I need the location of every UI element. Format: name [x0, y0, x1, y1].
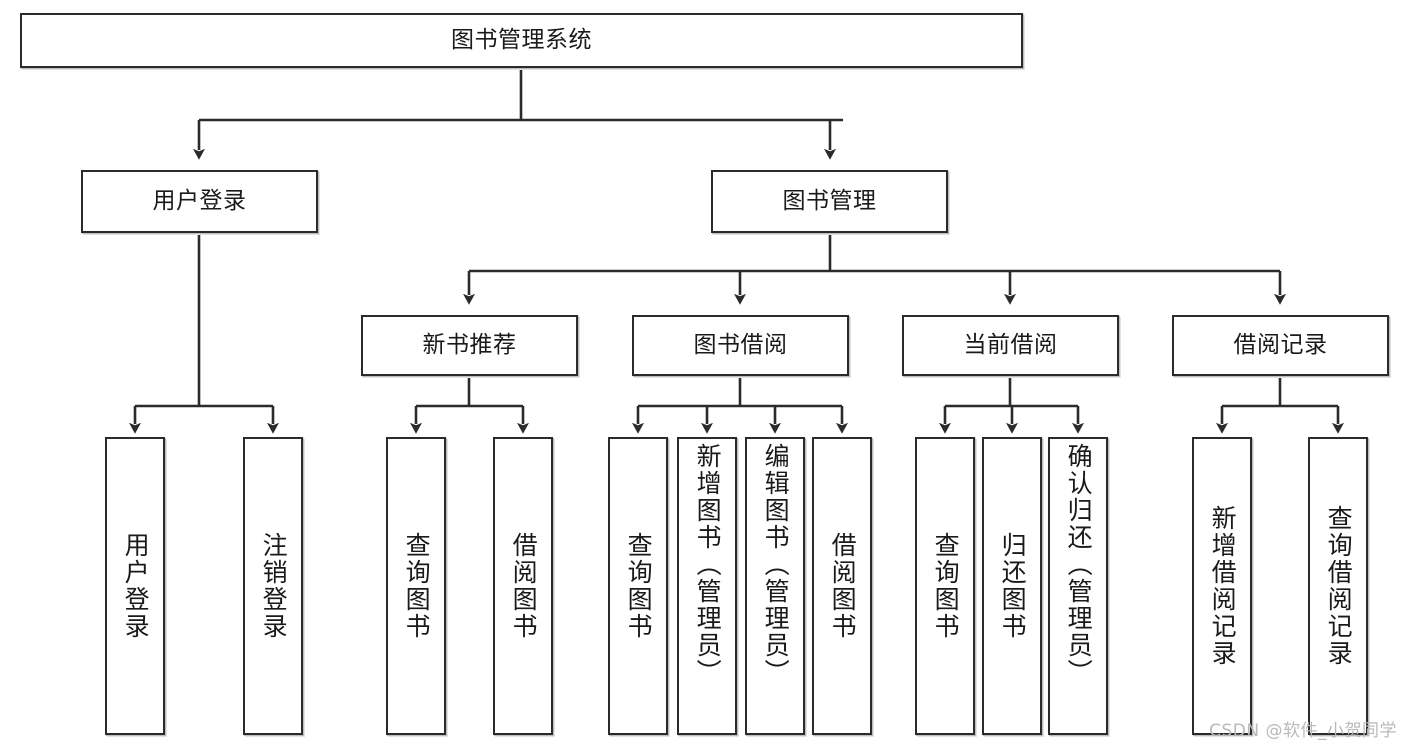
csdn-watermark: CSDN @软件_小贺同学 [1209, 721, 1397, 741]
node-label: 新增借阅记录 [1208, 505, 1238, 667]
node-label: 查询借阅记录 [1324, 505, 1354, 667]
node-borrow-record[interactable]: 借阅记录 [1172, 315, 1389, 376]
node-label: 查询图书 [402, 532, 432, 640]
node-label: 归还图书 [998, 532, 1028, 640]
node-leaf-query-book-2[interactable]: 查询图书 [608, 437, 668, 735]
node-book-management-system[interactable]: 图书管理系统 [20, 13, 1023, 68]
node-new-book-recommend[interactable]: 新书推荐 [361, 315, 578, 376]
node-leaf-query-book-1[interactable]: 查询图书 [386, 437, 446, 735]
node-book-borrow[interactable]: 图书借阅 [632, 315, 849, 376]
node-label: 借阅图书 [828, 532, 858, 640]
node-current-borrow[interactable]: 当前借阅 [902, 315, 1119, 376]
node-leaf-return-book[interactable]: 归还图书 [982, 437, 1042, 735]
node-leaf-confirm-return[interactable]: 确认归还（管理员） [1048, 437, 1108, 735]
node-leaf-query-borrow-record[interactable]: 查询借阅记录 [1308, 437, 1368, 735]
node-leaf-user-login[interactable]: 用户登录 [105, 437, 165, 735]
node-label: 借阅图书 [509, 532, 539, 640]
node-leaf-borrow-book-1[interactable]: 借阅图书 [493, 437, 553, 735]
node-label: 查询图书 [931, 532, 961, 640]
node-label: 当前借阅 [963, 331, 1058, 358]
node-leaf-add-borrow-record[interactable]: 新增借阅记录 [1192, 437, 1252, 735]
node-leaf-logout-login[interactable]: 注销登录 [243, 437, 303, 735]
node-leaf-borrow-book-2[interactable]: 借阅图书 [812, 437, 872, 735]
node-label: 借阅记录 [1233, 331, 1328, 358]
node-label: 注销登录 [259, 532, 289, 640]
node-label: 图书管理系统 [451, 26, 592, 53]
node-label: 查询图书 [624, 532, 654, 640]
node-leaf-query-book-3[interactable]: 查询图书 [915, 437, 975, 735]
node-label: 用户登录 [121, 532, 151, 640]
node-label: 用户登录 [152, 187, 247, 214]
node-book-management[interactable]: 图书管理 [711, 170, 948, 233]
node-label: 新书推荐 [422, 331, 517, 358]
node-label: 新增图书（管理员） [693, 443, 723, 686]
node-label: 编辑图书（管理员） [761, 443, 791, 686]
node-label: 图书借阅 [693, 331, 788, 358]
node-user-login[interactable]: 用户登录 [81, 170, 318, 233]
node-leaf-add-book[interactable]: 新增图书（管理员） [677, 437, 737, 735]
node-label: 确认归还（管理员） [1064, 443, 1094, 686]
node-leaf-edit-book[interactable]: 编辑图书（管理员） [745, 437, 805, 735]
node-label: 图书管理 [782, 187, 877, 214]
